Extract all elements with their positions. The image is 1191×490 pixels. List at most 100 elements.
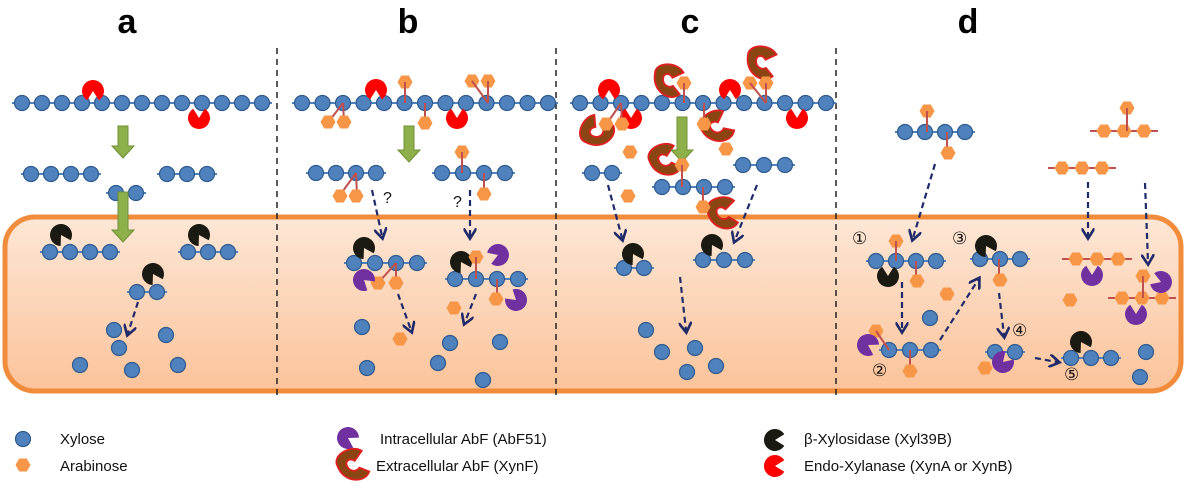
xylose-icon [653, 94, 671, 112]
arabinose-icon [1094, 161, 1110, 175]
xylose-icon [358, 359, 376, 377]
panel-c [570, 45, 836, 381]
xylose-icon [509, 270, 527, 288]
arabinose-icon [1110, 252, 1126, 266]
xylose-icon [1011, 250, 1029, 268]
xylose-icon [1131, 368, 1149, 386]
legend-label-beta-xylosidase: β-Xylosidase (Xyl39B) [804, 431, 952, 448]
xylose-icon [653, 343, 671, 361]
transport-arrow [128, 301, 140, 333]
xylose-icon [375, 94, 393, 112]
arabinose-icon [1074, 161, 1090, 175]
arabinose-icon [1136, 124, 1152, 138]
intracellular-abf-icon [857, 334, 879, 357]
xylose-icon [73, 94, 91, 112]
transport-arrow [396, 293, 411, 330]
step-number-4: ④ [1012, 321, 1027, 341]
process-arrow [396, 125, 422, 163]
endo-xylanase-icon [718, 78, 741, 100]
xylose-icon [213, 94, 231, 112]
unknown-marker: ? [453, 194, 462, 211]
xylose-icon [128, 283, 146, 301]
beta-xylosidase-icon [701, 234, 724, 256]
extracellular-abf-shape [647, 142, 683, 176]
intracellular-abf-icon [1125, 304, 1148, 326]
xylose-icon [42, 165, 60, 183]
xylose-icon [716, 178, 734, 196]
arabinose-icon [1068, 252, 1084, 266]
step-number-3: ③ [952, 229, 967, 249]
xylose-icon [353, 318, 371, 336]
xylose-icon [755, 156, 773, 174]
legend-label-intracellular-abf: Intracellular AbF (AbF51) [380, 431, 547, 448]
xylose-icon [157, 326, 175, 344]
xylose-icon [33, 94, 51, 112]
xylose-icon [173, 94, 191, 112]
xylose-icon [491, 333, 509, 351]
arabinose-icon [488, 292, 504, 306]
xylose-icon [429, 354, 447, 372]
beta-xylosidase-icon [188, 224, 211, 246]
panel-dividers [276, 48, 837, 398]
xylose-icon [345, 254, 363, 272]
legend-label-arabinose: Arabinose [60, 458, 128, 475]
xylose-icon [22, 165, 40, 183]
xylose-icon [71, 356, 89, 374]
xylose-icon [571, 94, 589, 112]
arabinose-icon [446, 301, 462, 315]
xylose-icon [592, 94, 609, 112]
endo-xylanase-icon [598, 78, 621, 100]
extracellular-abf-shape [579, 113, 616, 146]
arabinose-icon [977, 361, 993, 375]
xylose-icon [13, 94, 31, 112]
arabinose-icon [332, 189, 348, 203]
extracellular-abf-icon [699, 109, 736, 142]
process-arrow [110, 191, 136, 243]
panel-label-a: a [118, 3, 138, 41]
panel-a [12, 79, 272, 379]
beta-xylosidase-icon [763, 428, 785, 451]
step-number-2: ② [872, 361, 887, 381]
extracellular-abf-icon [746, 45, 778, 80]
xylose-icon [927, 252, 945, 270]
xylose-icon [433, 164, 451, 182]
xylose-icon [637, 321, 655, 339]
xylose-icon [53, 94, 71, 112]
xylose-icon [797, 94, 814, 112]
xylose-icon [776, 94, 794, 112]
xylose-icon [936, 123, 954, 141]
xylose-icon [756, 94, 773, 112]
intracellular-abf-icon [487, 244, 509, 267]
xylose-icon [635, 259, 653, 277]
arabinose-icon [902, 364, 918, 378]
arabinose-icon [476, 187, 492, 201]
xylose-icon [199, 243, 217, 261]
beta-xylosidase-icon [142, 263, 165, 285]
xylose-icon [133, 94, 151, 112]
xylose-icon [158, 165, 176, 183]
arabinose-icon [696, 117, 712, 131]
arabinose-icon [598, 117, 614, 131]
xylose-icon [441, 334, 459, 352]
panel-d [857, 101, 1176, 386]
endo-xylanase-icon [365, 78, 388, 100]
glycosidic-bond [471, 80, 489, 104]
xylose-icon [1082, 349, 1100, 367]
arabinose-icon [388, 276, 404, 290]
endo-xylanase-icon [763, 455, 785, 478]
xylose-icon [314, 94, 331, 112]
xylose-icon [219, 243, 237, 261]
arabinose-icon [1096, 124, 1112, 138]
arabinose-icon [940, 146, 956, 160]
arabinose-icon [1154, 291, 1170, 305]
endo-xylanase-icon [188, 108, 210, 130]
process-arrow [669, 116, 695, 163]
xylose-icon [366, 254, 384, 272]
arabinose-icon [695, 200, 711, 214]
extracellular-abf-icon [653, 63, 685, 98]
xylose-icon [694, 251, 712, 269]
xylose-icon [408, 254, 426, 272]
panel-label-c: c [681, 3, 700, 41]
xylose-icon [715, 251, 733, 269]
